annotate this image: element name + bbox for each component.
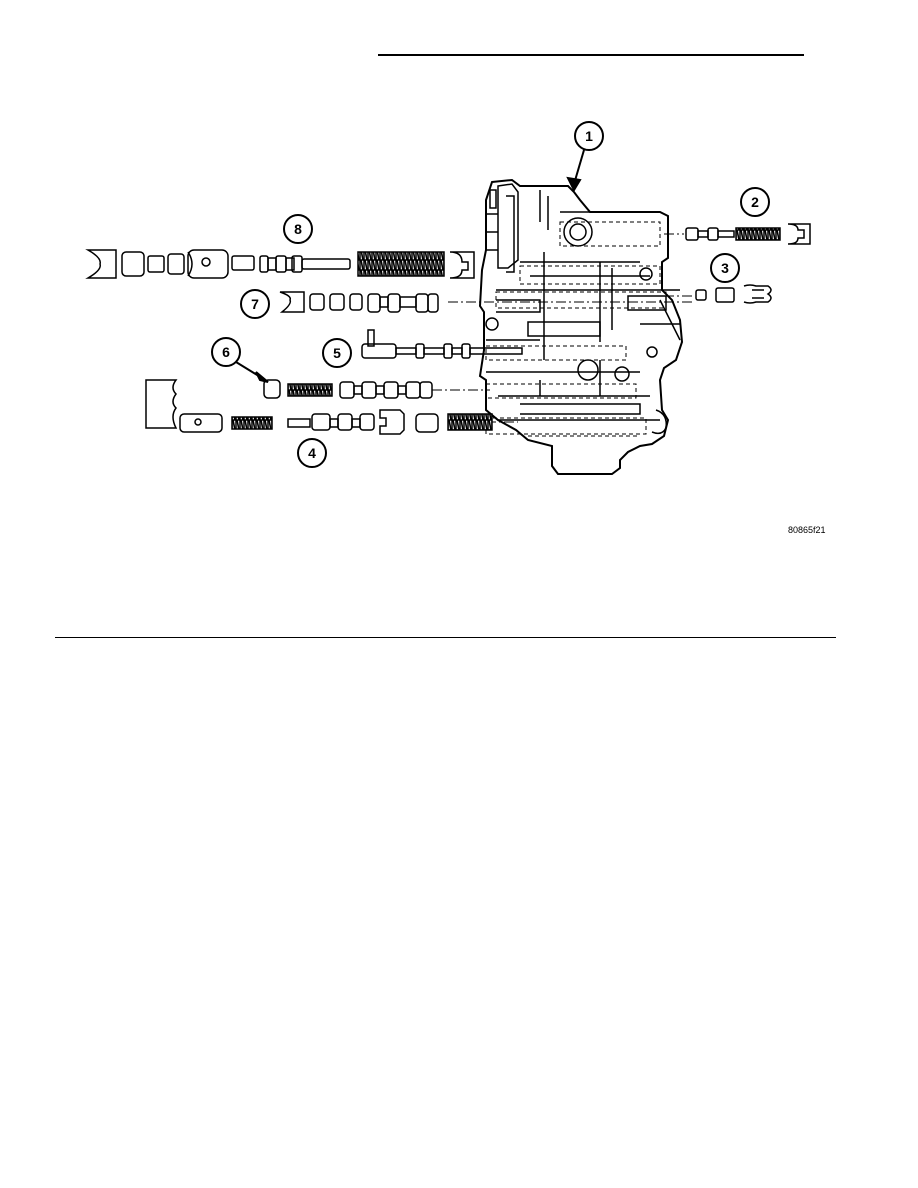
part-4-valve-assembly — [145, 379, 493, 435]
callout-7-label: 7 — [251, 296, 259, 312]
callout-4: 4 — [297, 438, 327, 468]
callout-1-label: 1 — [585, 128, 593, 144]
part-3-plug-clip — [695, 284, 772, 304]
callout-6: 6 — [211, 337, 269, 383]
callout-7: 7 — [240, 289, 270, 319]
figure-code: 80865f21 — [788, 525, 826, 535]
callout-5: 5 — [322, 338, 352, 368]
part-8-valve-assembly — [85, 249, 475, 279]
part-7-valve-assembly — [279, 291, 439, 313]
valve-body-housing — [478, 178, 684, 475]
callout-6-label: 6 — [222, 344, 230, 360]
part-2-valve-spring-retainer — [685, 223, 811, 245]
part-5-manual-valve — [361, 329, 523, 359]
callout-2: 2 — [740, 187, 770, 217]
callout-3: 3 — [710, 253, 740, 283]
callout-4-label: 4 — [308, 445, 316, 461]
callout-8-label: 8 — [294, 221, 302, 237]
callout-1: 1 — [566, 121, 604, 193]
callout-5-label: 5 — [333, 345, 341, 361]
callout-3-label: 3 — [721, 260, 729, 276]
callout-2-label: 2 — [751, 194, 759, 210]
part-6-valve-assembly — [263, 379, 433, 399]
section-divider — [55, 637, 836, 638]
callout-8: 8 — [283, 214, 313, 244]
header-rule — [378, 54, 804, 56]
callouts: 1 2 3 4 5 6 — [211, 121, 770, 468]
